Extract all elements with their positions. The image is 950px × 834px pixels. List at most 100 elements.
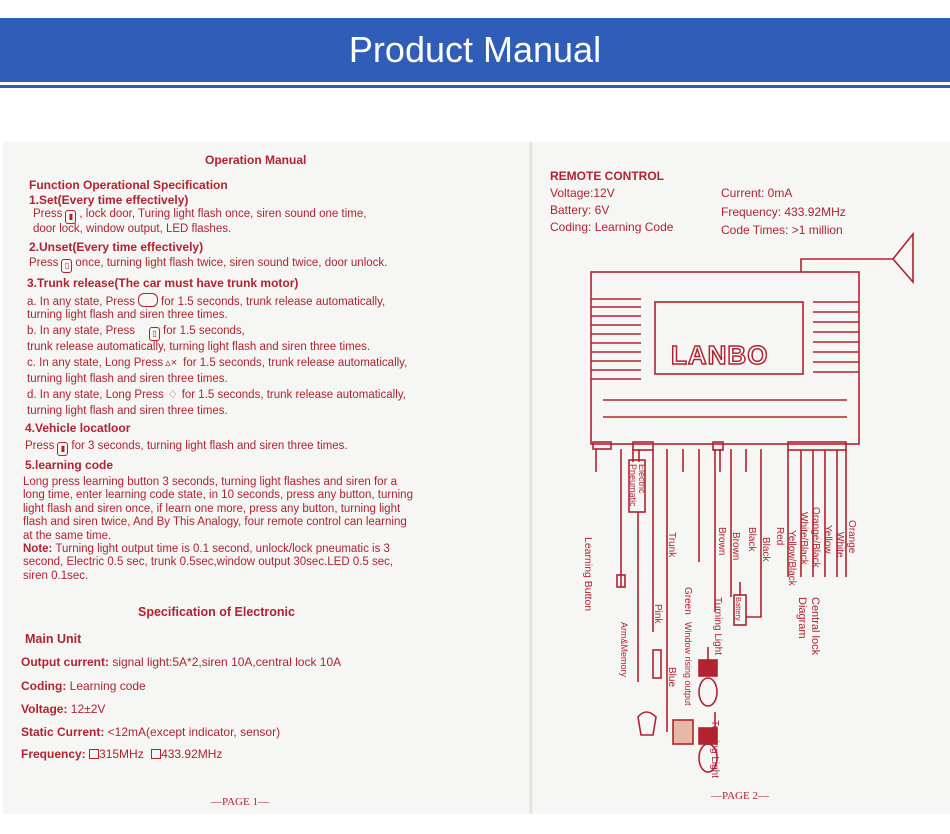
trunk-a-text-a: a. In any state, Press [27, 296, 136, 308]
trunk-d-text-a: d. In any state, Long Press [27, 389, 164, 401]
trunk-b-line-1: b. In any state, Press ▯for 1.5 seconds, [27, 324, 245, 341]
spec-value: signal light:5A*2,siren 10A,central lock… [109, 655, 342, 669]
spec-coding: Coding: Learning code [21, 679, 146, 693]
spec-label: Static Current: [21, 725, 105, 739]
pink-label: Pink [652, 604, 663, 624]
checkbox-icon [89, 749, 100, 759]
antenna-icon [891, 231, 914, 285]
spec-value: <12mA(except indicator, sensor) [104, 725, 281, 739]
spec-static-current: Static Current: <12mA(except indicator, … [21, 725, 280, 739]
black-label-2: Black [760, 537, 771, 562]
spec-frequency: Frequency: 315MHz 433.92MHz [21, 747, 222, 761]
banner-underline [0, 85, 950, 88]
trunk-b-text-b: for 1.5 seconds, [163, 325, 245, 337]
freq-option-315: 315MHz [99, 747, 144, 761]
spec-label: Frequency: [21, 747, 86, 761]
set-line-2: door lock, window output, LED flashes. [33, 223, 232, 235]
learning-title: 5.learning code [25, 458, 114, 472]
bell-icon: ♢ [167, 389, 178, 401]
learning-line: flash and siren twice, And By This Analo… [23, 516, 407, 529]
manual-page-2: REMOTE CONTROL Voltage:12V Battery: 6V C… [533, 142, 950, 814]
brand-plate [654, 301, 804, 375]
banner-title: Product Manual [348, 29, 602, 70]
note-text: Turning light output time is 0.1 second,… [52, 543, 390, 556]
spec-label: Voltage: [21, 702, 68, 716]
locate-line-1: Press▮for 3 seconds, turning light flash… [25, 439, 348, 456]
unset-title: 2.Unset(Every time effectively) [29, 240, 204, 254]
learning-paragraph: Long press learning button 3 seconds, tu… [23, 476, 463, 583]
trunk-d-line-2: turning light flash and siren three time… [27, 405, 228, 417]
electric-pneumatic-label: Electric Pneumatic [628, 464, 647, 507]
set-title: 1.Set(Every time effectively) [29, 193, 189, 207]
unset-line-1: Press▯once, turning light flash twice, s… [29, 256, 387, 273]
rc-code-times: Code Times: >1 million [721, 223, 843, 237]
unset-text-b: once, turning light flash twice, siren s… [75, 257, 388, 269]
spec-value: 12±2V [67, 702, 106, 716]
operation-manual-heading: Operation Manual [205, 153, 307, 167]
set-line-1: Press▮, lock door, Turing light flash on… [33, 207, 366, 224]
antenna-wire [800, 258, 893, 272]
brand-logo: LANBO [670, 339, 769, 371]
rc-current: Current: 0mA [721, 186, 793, 200]
note-line-1: Note: Turning light output time is 0.1 s… [23, 543, 463, 556]
unlock-key-icon: ▯ [149, 327, 161, 341]
manual-page-1: Operation Manual Function Operational Sp… [3, 142, 533, 814]
trunk-d-text-b: for 1.5 seconds, trunk release automatic… [181, 389, 406, 401]
rc-voltage: Voltage:12V [550, 186, 615, 200]
spec-label: Coding: [21, 679, 67, 693]
function-spec-heading: Function Operational Specification [29, 178, 228, 192]
note-line: siren 0.1sec. [23, 569, 89, 582]
freq-option-433: 433.92MHz [161, 747, 223, 761]
trunk-c-text-a: c. In any state, Long Press [27, 357, 164, 369]
learning-line: light flash and siren once, if learn one… [23, 502, 401, 515]
spec-electronic-heading: Specification of Electronic [138, 605, 295, 619]
note-label: Note: [23, 543, 53, 556]
remote-control-title: REMOTE CONTROL [550, 169, 664, 183]
central-lock-label: Central lock Diagram [796, 597, 821, 656]
trunk-title: 3.Trunk release(The car must have trunk … [27, 276, 299, 290]
learning-line: at the same time. [23, 529, 112, 542]
trunk-a-line-1: a. In any state, Press for 1.5 seconds, t… [27, 293, 385, 310]
trunk-b-line-2: trunk release automatically, turning lig… [27, 341, 371, 353]
lock-key-icon: ▮ [65, 210, 77, 224]
trunk-label: Trunk [666, 532, 677, 558]
spec-label: Output current: [21, 655, 109, 669]
trunk-c-line-2: turning light flash and siren three time… [27, 373, 228, 385]
trunk-c-text-b: for 1.5 seconds, trunk release automatic… [183, 357, 408, 369]
page-2-footer: —PAGE 2— [711, 790, 769, 802]
trunk-a-text-b: for 1.5 seconds, trunk release automatic… [161, 296, 386, 308]
locate-text-a: Press [25, 440, 55, 452]
blue-label: Blue [666, 667, 677, 688]
spec-output-current: Output current: signal light:5A*2,siren … [21, 655, 341, 669]
set-text-b: , lock door, Turing light flash once, si… [79, 208, 367, 220]
turning-light-label-1: Turning Light [712, 597, 723, 655]
green-label: Green [682, 587, 693, 615]
spec-voltage: Voltage: 12±2V [21, 702, 105, 716]
brown-label-2: Brown [730, 532, 741, 561]
locate-title: 4.Vehicle locatloor [25, 421, 131, 435]
brown-label-1: Brown [716, 527, 727, 556]
set-text-a: Press [33, 208, 63, 220]
page-1-footer: —PAGE 1— [211, 796, 269, 808]
rc-coding: Coding: Learning Code [550, 220, 674, 234]
learning-button-label: Learning Button [582, 537, 594, 612]
learning-line: Long press learning button 3 seconds, tu… [23, 476, 397, 488]
spec-value: Learning code [66, 679, 146, 693]
wiring-diagram [590, 231, 914, 773]
unlock-key-icon: ▯ [61, 259, 73, 273]
trunk-c-line-1: c. In any state, Long Press▵×for 1.5 sec… [27, 356, 407, 371]
title-banner [0, 18, 950, 82]
control-unit-box [590, 271, 860, 445]
trunk-a-line-2: turning light flash and siren three time… [27, 309, 228, 321]
car-trunk-icon [138, 293, 159, 307]
black-label-1: Black [746, 527, 757, 552]
main-unit-heading: Main Unit [25, 632, 82, 646]
turning-light-label-2: Turning Light [709, 720, 720, 778]
checkbox-icon [151, 749, 162, 759]
page-fold [529, 142, 533, 814]
battery-label: Battery [734, 597, 743, 621]
window-rising-label: Window rising output [683, 622, 693, 706]
learning-line: long time, enter learning code state, in… [23, 489, 413, 502]
trunk-b-text-a: b. In any state, Press [27, 325, 136, 337]
locate-text-b: for 3 seconds, turning light flash and s… [71, 440, 348, 452]
